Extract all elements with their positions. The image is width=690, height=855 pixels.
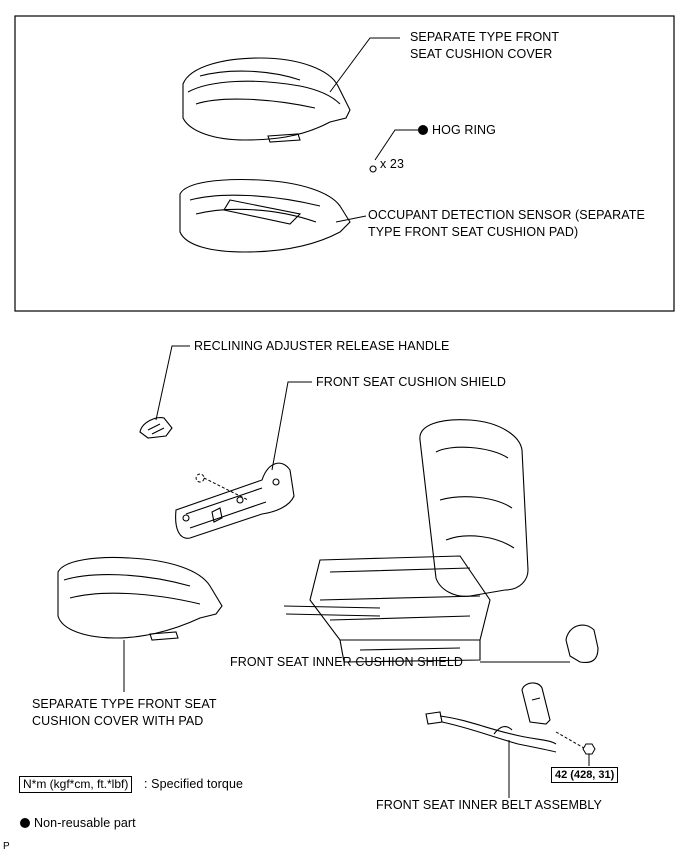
hog-ring-qty: x 23 (380, 157, 405, 171)
legend-nonreusable: Non-reusable part (20, 815, 136, 832)
inset-frame (14, 15, 675, 312)
cover-with-pad-illustration (57, 557, 223, 641)
hog-ring-text: HOG RING (432, 123, 496, 137)
legend-torque-desc: : Specified torque (144, 777, 244, 791)
legend-nonreusable-text: Non-reusable part (34, 816, 136, 830)
cushion-shield-illustration (175, 462, 295, 539)
release-handle-label: RECLINING ADJUSTER RELEASE HANDLE (194, 339, 450, 353)
cover-with-pad-label-line1: SEPARATE TYPE FRONT SEAT (32, 697, 217, 711)
cushion-cover-label-line2: SEAT CUSHION COVER (410, 47, 553, 61)
release-handle-illustration (139, 417, 173, 439)
nut-icon (582, 743, 596, 755)
belt-assembly-illustration (425, 682, 557, 753)
torque-value-box: 42 (428, 31) (551, 767, 619, 783)
leader-cushion-shield (271, 381, 312, 471)
cover-with-pad-label-line2: CUSHION COVER WITH PAD (32, 714, 204, 728)
cushion-cover-label-line1: SEPARATE TYPE FRONT (410, 30, 560, 44)
sensor-label: OCCUPANT DETECTION SENSOR (SEPARATE TYPE… (368, 207, 645, 241)
legend-dot-icon (20, 818, 30, 828)
sensor-label-line1: OCCUPANT DETECTION SENSOR (SEPARATE (368, 208, 645, 222)
footer-code: P (3, 841, 10, 852)
bolt-dash (555, 731, 585, 749)
seat-assembly-illustration (283, 419, 529, 663)
inner-cushion-shield-label: FRONT SEAT INNER CUSHION SHIELD (230, 655, 463, 669)
legend-torque-unit: N*m (kgf*cm, ft.*lbf) (19, 776, 133, 793)
sensor-label-line2: TYPE FRONT SEAT CUSHION PAD) (368, 225, 579, 239)
screw-icon (195, 473, 249, 501)
leader-release-handle (155, 345, 190, 421)
hog-ring-symbol (369, 165, 377, 173)
hog-ring-label: HOG RING (418, 122, 496, 139)
cushion-cover-label: SEPARATE TYPE FRONT SEAT CUSHION COVER (410, 29, 559, 63)
leader-hog-ring (374, 129, 418, 161)
cover-with-pad-label: SEPARATE TYPE FRONT SEAT CUSHION COVER W… (32, 696, 217, 730)
nonreusable-dot-icon (418, 125, 428, 135)
cushion-shield-label: FRONT SEAT CUSHION SHIELD (316, 375, 507, 389)
leader-cushion-cover (329, 37, 400, 93)
cushion-pad-illustration (179, 178, 351, 253)
cushion-cover-illustration (182, 57, 351, 143)
inner-cushion-shield-illustration (565, 624, 599, 664)
leader-sensor (335, 215, 367, 223)
belt-assembly-label: FRONT SEAT INNER BELT ASSEMBLY (376, 798, 602, 812)
